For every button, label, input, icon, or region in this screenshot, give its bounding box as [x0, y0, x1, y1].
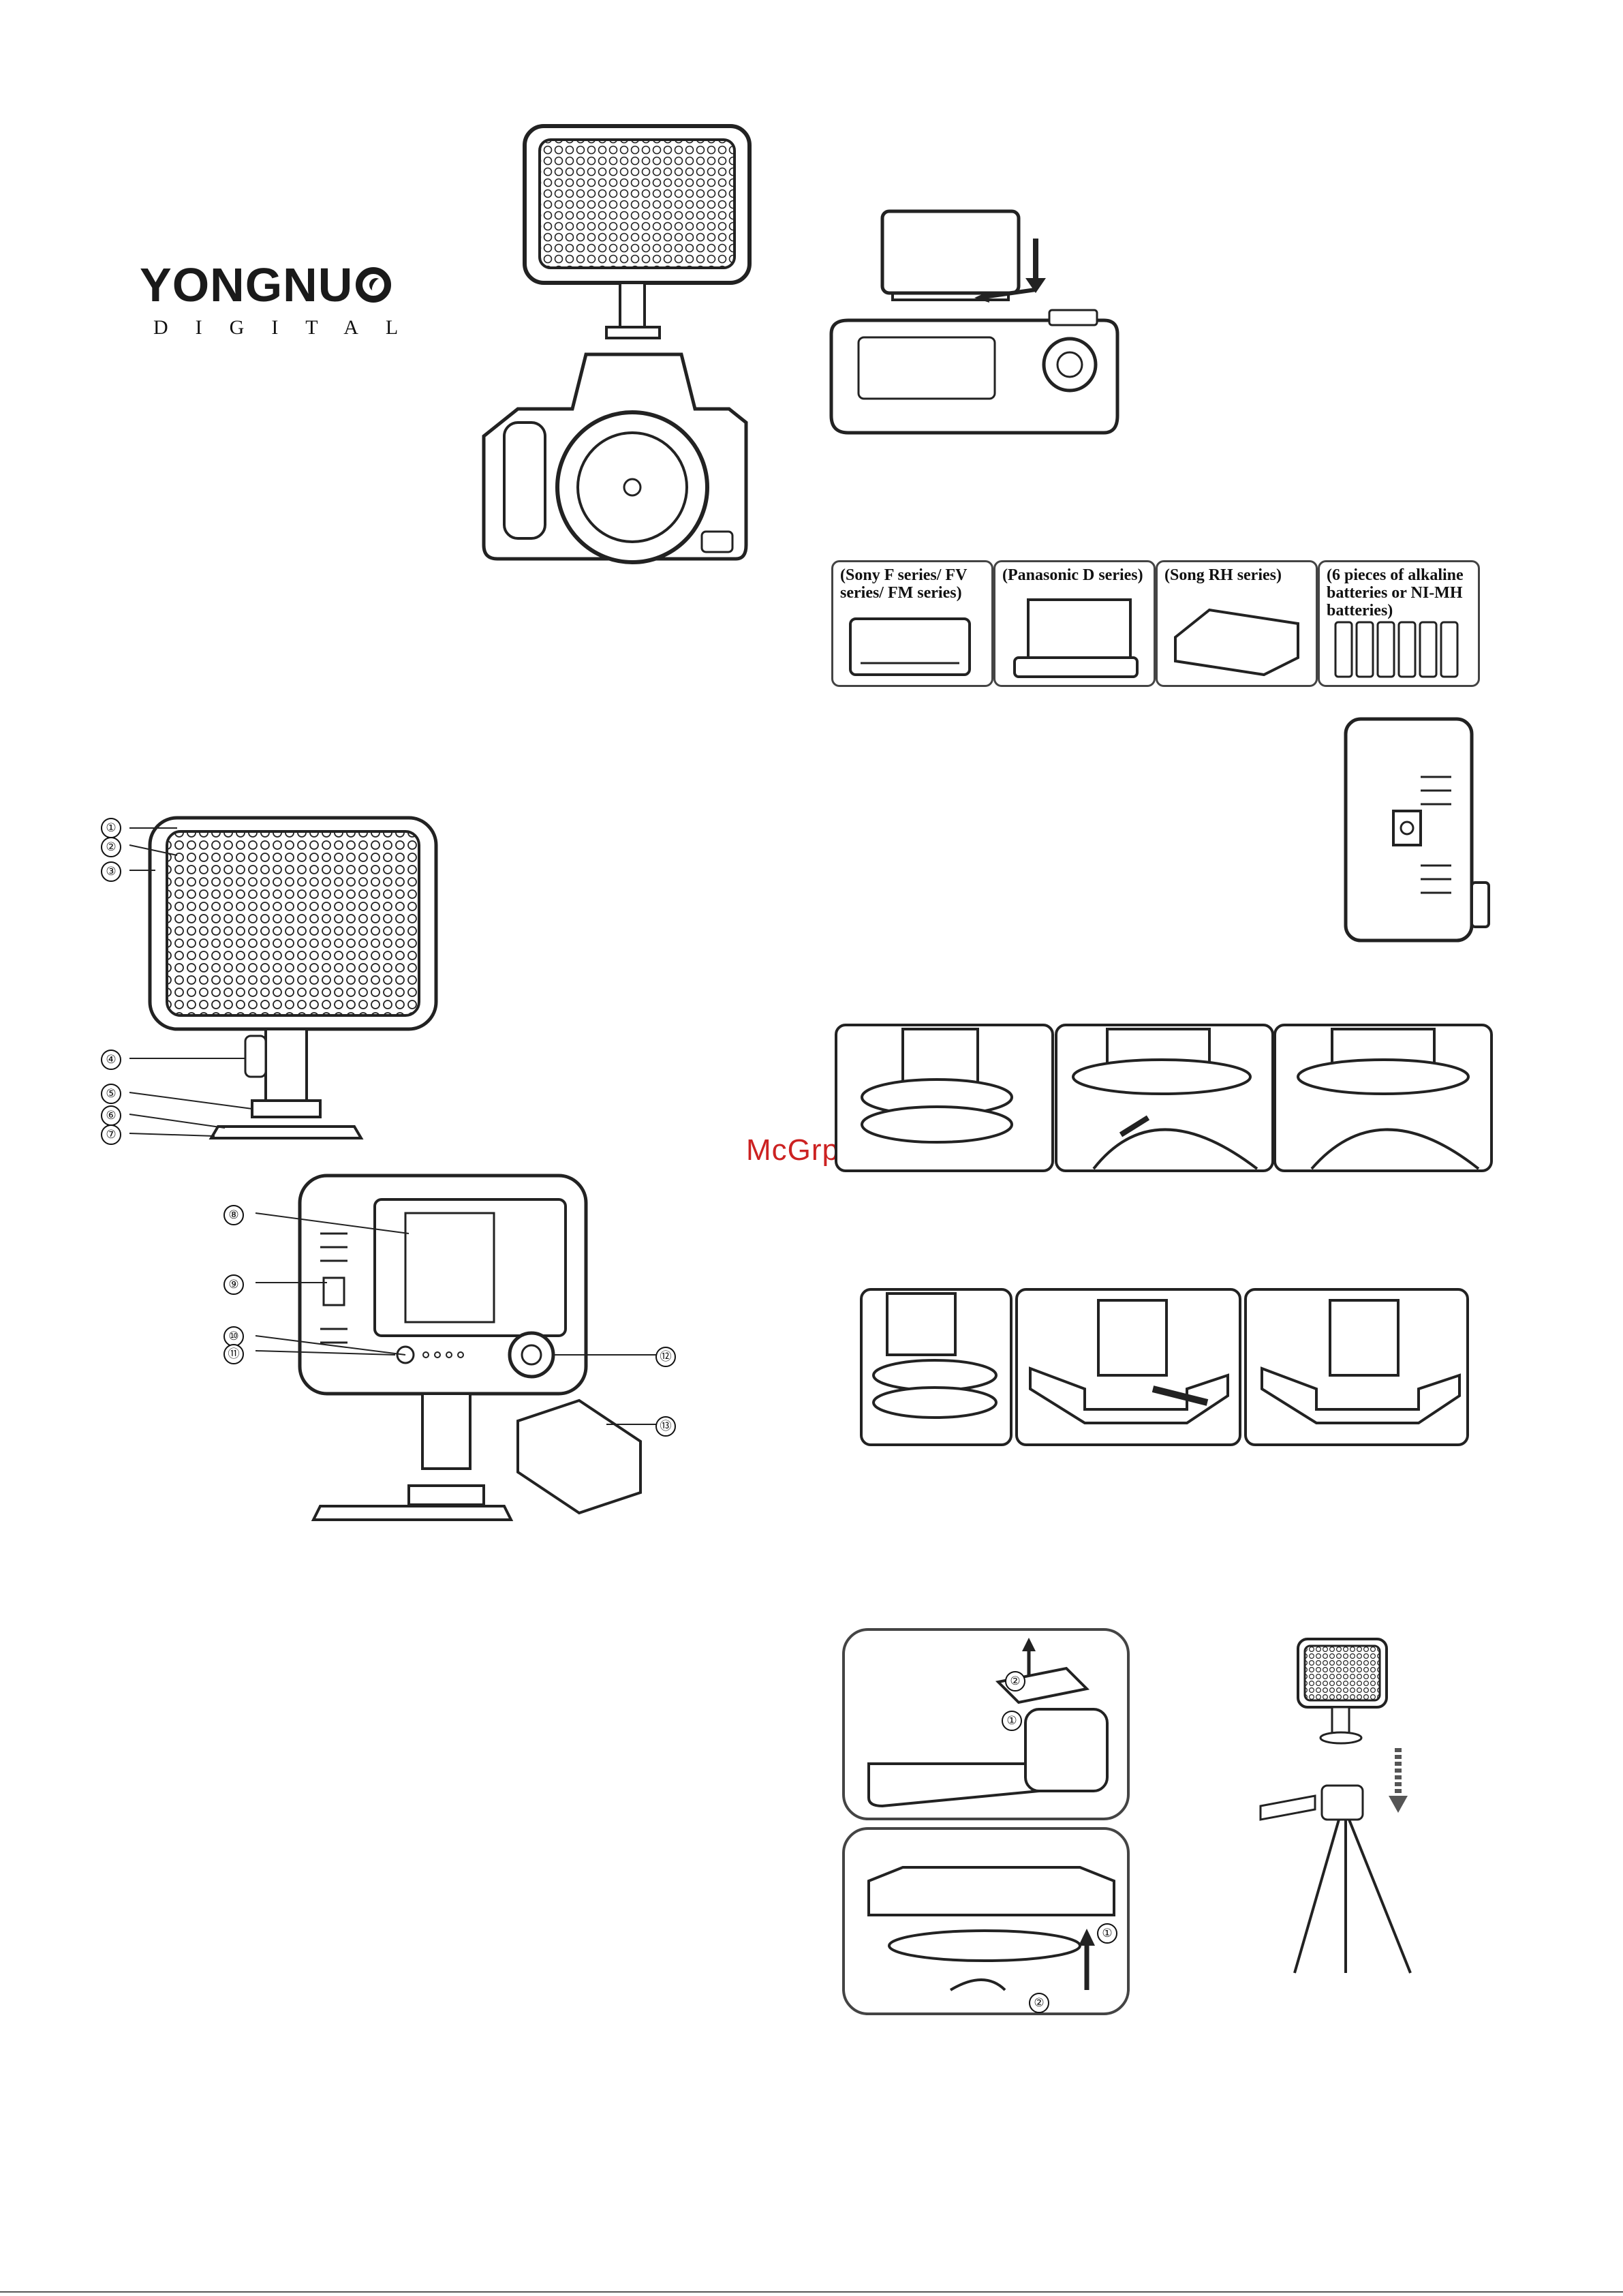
- arrow-down-icon: [1389, 1748, 1408, 1813]
- battery-type-sony-rh: (Song RH series): [1156, 560, 1318, 687]
- callout-11: ⑪: [223, 1344, 244, 1364]
- battery-type-panasonic: (Panasonic D series): [993, 560, 1156, 687]
- brand-logo-text: YONGNU: [140, 258, 439, 312]
- page-bottom-rule: [0, 2291, 1623, 2293]
- step-callout-1b: ①: [1097, 1923, 1117, 1944]
- callout-2: ②: [101, 837, 121, 857]
- battery-type-label: (6 pieces of alkaline batteries or NI-MH…: [1327, 566, 1472, 619]
- callout-12: ⑫: [655, 1347, 676, 1367]
- mount-steps-row-1: [835, 1022, 1492, 1176]
- aa-batteries-icon: [1332, 617, 1468, 679]
- battery-type-label: (Song RH series): [1164, 566, 1310, 584]
- callout-5: ⑤: [101, 1084, 121, 1104]
- camera-icon: [484, 354, 746, 562]
- callout-4: ④: [101, 1050, 121, 1070]
- callout-13: ⑬: [655, 1416, 676, 1437]
- battery-icon: [882, 211, 1019, 300]
- brand-name: YONGNU: [140, 258, 353, 312]
- battery-insert-illustration: [818, 198, 1131, 443]
- mount-steps-row-2: [860, 1287, 1470, 1450]
- callout-6: ⑥: [101, 1105, 121, 1126]
- callout-9: ⑨: [223, 1274, 244, 1295]
- battery-type-aa: (6 pieces of alkaline batteries or NI-MH…: [1318, 560, 1480, 687]
- callout-8: ⑧: [223, 1205, 244, 1225]
- led-front-view: [136, 814, 450, 1142]
- battery-type-label: (Panasonic D series): [1002, 566, 1148, 584]
- step-callout-2b: ②: [1029, 1993, 1049, 2013]
- led-panel-icon: [525, 126, 749, 283]
- brand-logo: YONGNU DIGITAL: [140, 258, 439, 339]
- callout-3: ③: [101, 861, 121, 882]
- led-panel-icon: [1298, 1639, 1387, 1707]
- battery-side-view: [1342, 716, 1499, 947]
- aperture-o-icon: [356, 267, 391, 303]
- brand-subtitle: DIGITAL: [153, 316, 439, 339]
- step-callout-2: ②: [1005, 1671, 1025, 1692]
- tripod-head-step-2: [841, 1826, 1131, 2017]
- tripod-icon: [1261, 1786, 1410, 1973]
- led-back-view: [293, 1172, 715, 1533]
- battery-icon: [1169, 596, 1305, 678]
- battery-type-label: (Sony F series/ FV series/ FM series): [840, 566, 986, 602]
- callout-1: ①: [101, 818, 121, 838]
- step-callout-1: ①: [1002, 1711, 1022, 1731]
- led-on-camera-illustration: [477, 123, 763, 566]
- led-on-tripod: [1254, 1632, 1431, 1973]
- battery-icon: [1008, 593, 1144, 682]
- battery-type-sony: (Sony F series/ FV series/ FM series): [831, 560, 993, 687]
- callout-7: ⑦: [101, 1124, 121, 1145]
- tripod-head-step-1: [841, 1627, 1131, 1822]
- battery-icon: [847, 615, 976, 680]
